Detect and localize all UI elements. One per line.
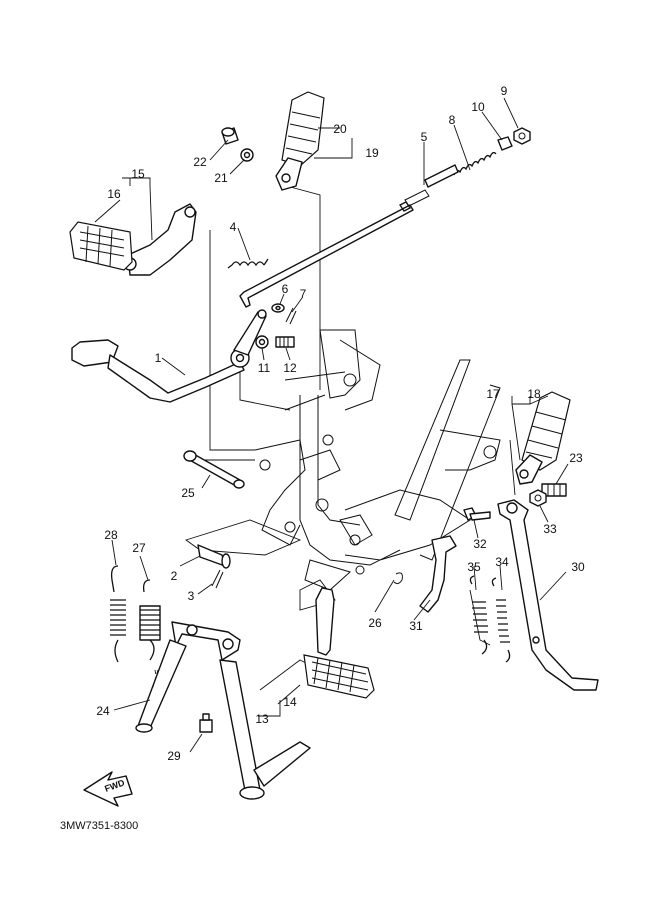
label-13: 13	[255, 712, 269, 726]
part-bolt-32	[463, 507, 491, 521]
label-10: 10	[471, 100, 485, 114]
label-35: 35	[467, 560, 481, 574]
label-30: 30	[571, 560, 585, 574]
label-2: 2	[171, 569, 178, 583]
reference-lines	[154, 184, 516, 701]
part-pin	[197, 544, 231, 569]
label-9: 9	[501, 84, 508, 98]
label-24: 24	[96, 704, 110, 718]
label-32: 32	[473, 537, 487, 551]
label-27: 27	[132, 541, 146, 555]
part-cotter-7	[285, 307, 297, 325]
label-34: 34	[495, 555, 509, 569]
part-spring-28	[110, 565, 126, 663]
part-washer-21	[240, 148, 254, 162]
label-33: 33	[543, 522, 557, 536]
part-pivot-bolt	[183, 450, 245, 489]
label-3: 3	[188, 589, 195, 603]
part-bracket-31	[419, 535, 457, 613]
part-spring-34	[491, 577, 511, 663]
part-footrest-left	[69, 203, 197, 276]
label-18: 18	[527, 387, 541, 401]
drawing-code: 3MW7351-8300	[60, 820, 138, 832]
label-26: 26	[368, 616, 382, 630]
label-14: 14	[283, 695, 297, 709]
part-clip-26	[393, 572, 403, 585]
label-1: 1	[155, 351, 162, 365]
label-20: 20	[333, 122, 347, 136]
part-brake-rod	[239, 189, 430, 308]
label-16: 16	[107, 187, 121, 201]
part-footrest-rear	[303, 587, 375, 699]
part-grease-nipple	[199, 713, 213, 733]
label-11: 11	[258, 361, 271, 375]
label-6: 6	[282, 282, 289, 296]
part-brake-spring	[227, 258, 269, 269]
part-collar-22	[221, 127, 239, 145]
part-bolt-12	[275, 336, 295, 348]
label-7: 7	[300, 287, 307, 301]
label-12: 12	[283, 361, 297, 375]
part-spring-27	[139, 579, 161, 661]
part-cotter-pin	[211, 569, 224, 589]
part-washer-11	[255, 335, 269, 349]
part-nut-9	[513, 127, 531, 145]
label-4: 4	[230, 220, 237, 234]
label-19: 19	[365, 146, 379, 160]
part-main-stand	[135, 621, 311, 800]
part-joint-10	[497, 136, 513, 151]
label-22: 22	[193, 155, 207, 169]
label-17: 17	[486, 387, 500, 401]
part-footrest-right	[515, 391, 571, 485]
label-23: 23	[569, 451, 583, 465]
fwd-arrow-icon: FWD	[83, 771, 133, 807]
part-washer-6	[271, 303, 285, 313]
label-25: 25	[181, 486, 195, 500]
part-side-stand	[497, 499, 599, 691]
leader-lines	[94, 97, 569, 753]
label-29: 29	[167, 749, 181, 763]
frame-assembly	[254, 329, 501, 591]
label-31: 31	[409, 619, 423, 633]
label-15: 15	[131, 167, 145, 181]
part-nut-33	[529, 489, 547, 507]
label-21: 21	[214, 171, 228, 185]
part-rod-spring	[424, 151, 497, 188]
part-brake-pedal	[71, 309, 267, 403]
label-5: 5	[421, 130, 428, 144]
part-spring-35	[469, 575, 488, 655]
part-labels: 1 2 3 4 5 6 7 8 9 10 11 12 13 14 15 16 1…	[96, 84, 585, 763]
part-footrest-upper	[275, 91, 325, 191]
label-28: 28	[104, 528, 118, 542]
label-8: 8	[449, 113, 456, 127]
